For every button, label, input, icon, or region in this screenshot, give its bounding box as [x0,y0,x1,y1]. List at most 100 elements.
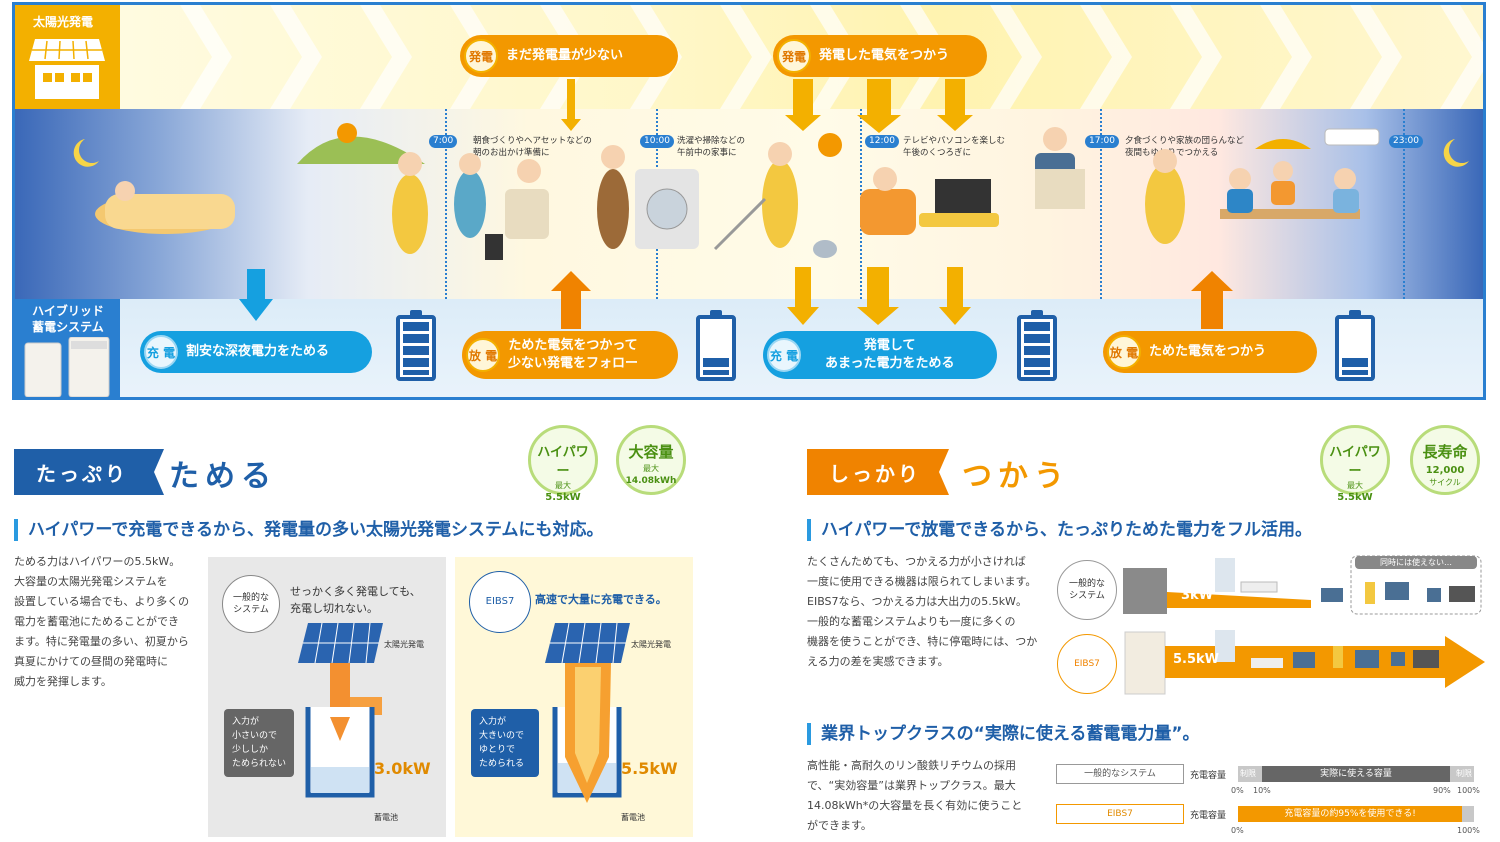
time-tag: 12:00 [865,135,899,148]
time-note: 洗濯や掃除などの午前中の家事に [677,135,745,159]
capacity-row-label: 充電容量 [1190,811,1227,821]
badge-discharge: 放 電 [1107,335,1141,369]
left-subtitle: ハイパワーで充電できるから、発電量の多い太陽光発電システムにも対応。 [14,519,603,541]
comparison-graphic [1123,555,1485,695]
storage-unit-icon [24,337,110,397]
time-tag: 23:00 [1389,135,1423,148]
body-line: える力の差を実感できます。 [807,655,949,668]
usable-capacity-segment: 実際に使える容量 [1261,766,1451,782]
right-subtitle: ハイパワーで放電できるから、たっぷりためた電力をフル活用。 [807,519,1312,541]
time-note: 朝食づくりやヘアセットなどの朝のお出かけ準備に [473,135,592,159]
section-big-title: つかう [962,459,1070,494]
right-body-text: たくさんためても、つかえる力が小さければ 一度に使用できる機器は限られてしまいま… [807,552,1047,672]
body-line: たくさんためても、つかえる力が小さければ [807,555,1026,568]
circle-line1: 一般的な [232,593,269,603]
badge-sub2: サイクル [1429,478,1461,487]
charge-diagram-large [545,622,630,803]
pill-text: 発電した電気をつかう [819,48,950,63]
callout-small-input: 入力が 小さいので 少ししか ためられない [224,709,294,777]
solar-label: 太陽光発電 [15,5,120,109]
battery-low-icon [696,310,736,381]
eibs7-circle: EIBS7 [1057,634,1117,694]
tick-label: 0% [1231,786,1244,795]
moon-icon [1443,139,1469,167]
badge-sub1: 最大 [643,464,659,473]
discharge-pill-follow: 放 電 ためた電気をつかって少ない発電をフォロー [462,331,678,379]
pill-text-line2: あまった電力をためる [825,356,955,371]
input-value: 5.5kW [621,759,678,778]
input-value: 3.0kW [374,759,431,778]
body-line: 14.08kWh*の大容量を長く有効に使うこと [807,799,1023,812]
body-line: 一度に使用できる機器は限られてしまいます。 [807,575,1037,588]
tick-label: 90% [1433,786,1451,795]
time-separator [1100,109,1102,299]
eibs7-circle: EIBS7 [469,571,531,633]
time-tag: 17:00 [1085,135,1119,148]
body-line: ためる力はハイパワーの5.5kW。 [14,555,181,568]
timeline-banner: 太陽光発電 ハイブリッド 蓄電システム 7:00 朝食づくりやヘアセットなどの朝… [12,2,1486,400]
hybrid-label: ハイブリッド 蓄電システム [15,299,120,397]
charge-pill-night: 充 電 割安な深夜電力をためる [140,331,372,373]
general-system-circle: 一般的な システム [222,575,280,633]
house-solar-icon [29,39,105,99]
general-ticks: 0% 10% 90% 100% [1231,786,1481,798]
general-system-circle: 一般的な システム [1057,560,1117,620]
right-subtitle-2: 業界トップクラスの“実際に使える蓄電電力量”。 [807,723,1200,745]
callout-large-input: 入力が 大きいので ゆとりで ためられる [471,709,539,777]
time-note-line2: 午前中の家事に [677,148,737,158]
callout-line: 入力が [479,717,507,727]
badge-generation: 発電 [777,39,811,73]
chevron-pattern [180,5,1483,109]
discharge-pill-use: 放 電 ためた電気をつかう [1103,331,1317,373]
time-tag: 10:00 [640,135,674,148]
time-note-line2: 朝のお出かけ準備に [473,148,550,158]
body-line: EIBS7なら、つかえる力は大出力の5.5kW。 [807,595,1027,608]
battery-low-icon [1335,310,1375,381]
capacity-row-label: 充電容量 [1190,771,1227,781]
callout-line: ゆとりで [479,745,516,755]
charge-pill-surplus: 充 電 発電してあまった電力をためる [763,331,997,379]
output-comparison: 一般的な システム EIBS7 同時には使えない… 3kW 5.5kW [1055,552,1485,697]
badge-sub2: 5.5kW [545,492,581,503]
sun-icon [337,123,357,143]
pill-text-line1: ためた電気をつかって [508,338,638,353]
panel-general-system: 一般的な システム せっかく多く発電しても、 充電し切れない。 太陽光発電 入力… [208,557,446,837]
limit-label-right: 制限 [1456,769,1472,778]
callout-line: 入力が [232,717,260,727]
time-note-line1: 朝食づくりやヘアセットなどの [473,136,592,146]
section-tag: しっかり [807,449,935,495]
hybrid-label-line2: 蓄電システム [32,320,104,334]
generation-pill-use: 発電 発電した電気をつかう [773,35,987,77]
section-big-title: ためる [169,459,277,494]
eibs7-tag: EIBS7 [1056,804,1184,824]
hybrid-label-line1: ハイブリッド [32,304,104,318]
badge-sub1: 最大 [1347,481,1363,490]
body-line: 電力を蓄電池にためることができ [14,615,179,628]
limit-label-left: 制限 [1240,769,1256,778]
time-note-line1: 夕食づくりや家族の団らんなど [1125,136,1245,146]
circle-line2: システム [233,605,269,615]
time-tag: 7:00 [429,135,458,148]
tick-label: 10% [1253,786,1271,795]
time-note-line1: 洗濯や掃除などの [677,136,746,146]
time-note-line2: 午後のくつろぎに [903,148,972,158]
panel-heading: 高速で大量に充電できる。 [535,593,667,606]
daily-life-illustration [73,123,1469,260]
body-line: 威力を発揮します。 [14,675,112,688]
general-system-tag: 一般的なシステム [1056,764,1184,784]
pill-text: ためた電気をつかう [1149,344,1267,359]
panel-eibs7: EIBS7 高速で大量に充電できる。 太陽光発電 入力が 大きいので ゆとりで … [455,557,693,837]
tag-tail [935,449,949,495]
pill-text: 発電してあまった電力をためる [825,337,954,373]
badge-high-power: ハイパワー 最大 5.5kW [528,425,598,503]
eibs7-ticks: 0% 100% [1231,826,1481,838]
solar-caption: 太陽光発電 [631,640,671,649]
badge-sub2: 14.08kWh [625,476,677,486]
badge-sub1: 12,000 [1425,465,1465,476]
section-header-use: しっかり つかう [807,449,1307,495]
section-tag: たっぷり [14,449,150,495]
tag-tail [150,449,164,495]
battery-caption: 蓄電池 [374,813,398,822]
solar-band [120,5,1483,109]
solar-label-text: 太陽光発電 [33,15,94,29]
